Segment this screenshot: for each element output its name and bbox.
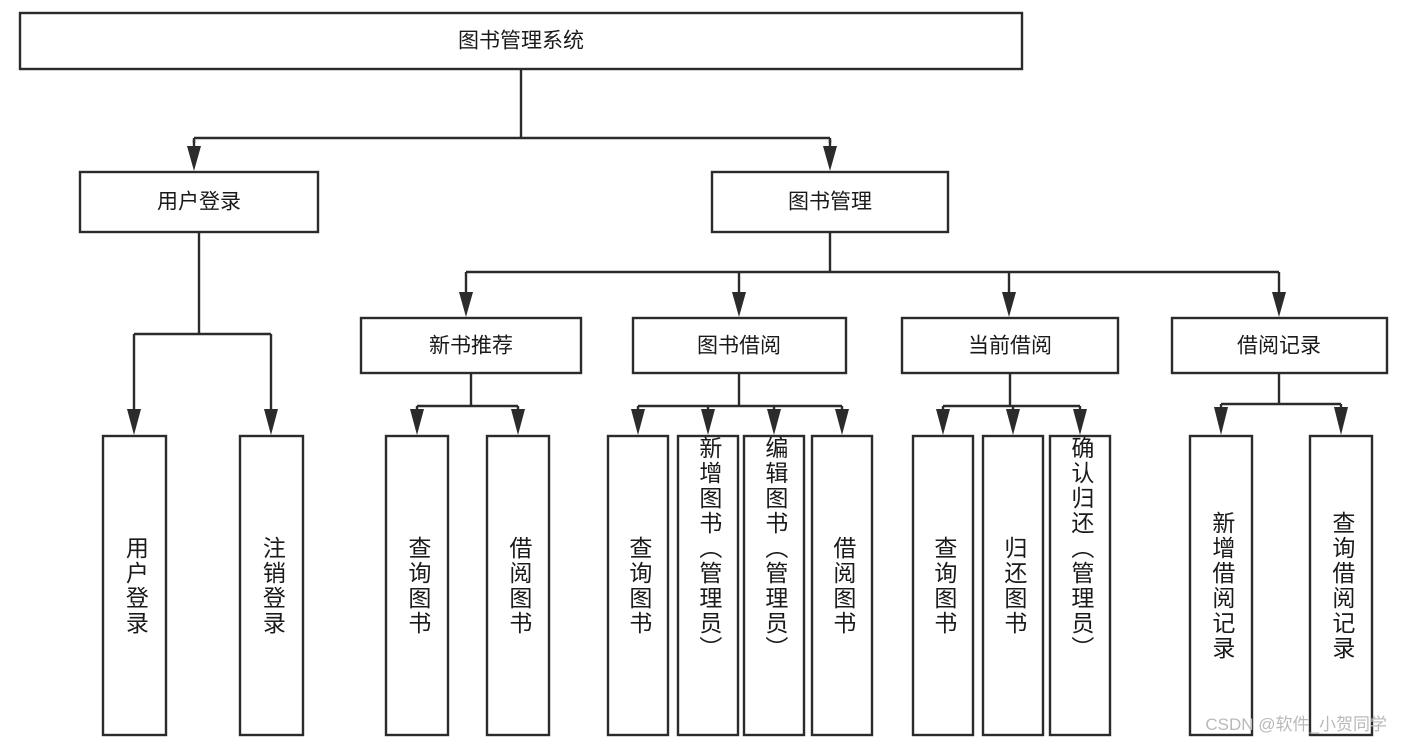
arrow-to-book-borrow xyxy=(732,292,746,317)
node-new-book-recommend[interactable]: 新书推荐 xyxy=(359,316,583,375)
connector-root-to-level2 xyxy=(187,69,837,171)
leaf-borrow-book-1-box[interactable] xyxy=(485,434,551,737)
node-borrow-record-label: 借阅记录 xyxy=(1237,335,1321,358)
leaf-return-book-box[interactable] xyxy=(981,434,1045,737)
node-book-borrow[interactable]: 图书借阅 xyxy=(631,316,848,375)
node-new-book-recommend-box[interactable] xyxy=(359,316,583,375)
node-user-login-box[interactable] xyxy=(78,170,320,234)
connector-borrow-record-to-leaves xyxy=(1214,373,1348,435)
arrow-to-book-management xyxy=(823,146,837,171)
leaf-edit-book-box[interactable] xyxy=(742,434,806,737)
leaf-add-record-box[interactable] xyxy=(1188,434,1254,737)
connector-new-book-recommend-to-leaves xyxy=(410,373,525,435)
node-book-management[interactable]: 图书管理 xyxy=(710,170,950,234)
leaf-query-record-box[interactable] xyxy=(1308,434,1374,737)
arrow-to-current-borrow xyxy=(1002,292,1016,317)
arrow-to-leaf-logout xyxy=(264,409,278,435)
node-borrow-record[interactable]: 借阅记录 xyxy=(1170,316,1389,375)
leaf-query-book-2-box[interactable] xyxy=(606,434,670,737)
arrow-to-leaf-add-book xyxy=(701,409,715,435)
arrow-to-leaf-borrow-book-2 xyxy=(835,409,849,435)
arrow-to-leaf-return-book xyxy=(1006,409,1020,435)
node-book-borrow-label: 图书借阅 xyxy=(697,335,781,358)
node-new-book-recommend-label: 新书推荐 xyxy=(429,335,513,358)
node-current-borrow-label: 当前借阅 xyxy=(968,335,1052,358)
connector-book-management-to-level3 xyxy=(459,232,1286,317)
node-user-login-label: 用户登录 xyxy=(157,191,241,214)
node-root-label: 图书管理系统 xyxy=(458,30,584,53)
arrow-to-leaf-borrow-book-1 xyxy=(511,409,525,435)
connector-current-borrow-to-leaves xyxy=(936,373,1087,435)
arrow-to-leaf-edit-book xyxy=(767,409,781,435)
connector-user-login-to-leaves xyxy=(127,232,278,435)
leaf-user-login-box[interactable] xyxy=(101,434,168,737)
node-current-borrow-box[interactable] xyxy=(900,316,1120,375)
arrow-to-user-login xyxy=(187,146,201,171)
arrow-to-leaf-user-login xyxy=(127,409,141,435)
leaf-query-book-3-box[interactable] xyxy=(911,434,975,737)
node-root[interactable]: 图书管理系统 xyxy=(18,11,1024,71)
arrow-to-borrow-record xyxy=(1272,292,1286,317)
arrow-to-leaf-query-book-1 xyxy=(410,409,424,435)
node-root-box[interactable] xyxy=(18,11,1024,71)
arrow-to-leaf-confirm-return xyxy=(1073,409,1087,435)
node-book-management-label: 图书管理 xyxy=(788,191,872,214)
leaf-confirm-return-box[interactable] xyxy=(1048,434,1112,737)
leaf-borrow-book-2-box[interactable] xyxy=(810,434,874,737)
node-user-login[interactable]: 用户登录 xyxy=(78,170,320,234)
connector-book-borrow-to-leaves xyxy=(631,373,849,435)
leaf-boxes-group xyxy=(101,434,1374,737)
arrow-to-new-book-recommend xyxy=(459,292,473,317)
leaf-logout-box[interactable] xyxy=(238,434,305,737)
node-current-borrow[interactable]: 当前借阅 xyxy=(900,316,1120,375)
leaf-query-book-1-box[interactable] xyxy=(384,434,450,737)
arrow-to-leaf-query-book-3 xyxy=(936,409,950,435)
arrow-to-leaf-add-record xyxy=(1214,407,1228,435)
arrow-to-leaf-query-book-2 xyxy=(631,409,645,435)
leaf-add-book-box[interactable] xyxy=(676,434,740,737)
arrow-to-leaf-query-record xyxy=(1334,407,1348,435)
